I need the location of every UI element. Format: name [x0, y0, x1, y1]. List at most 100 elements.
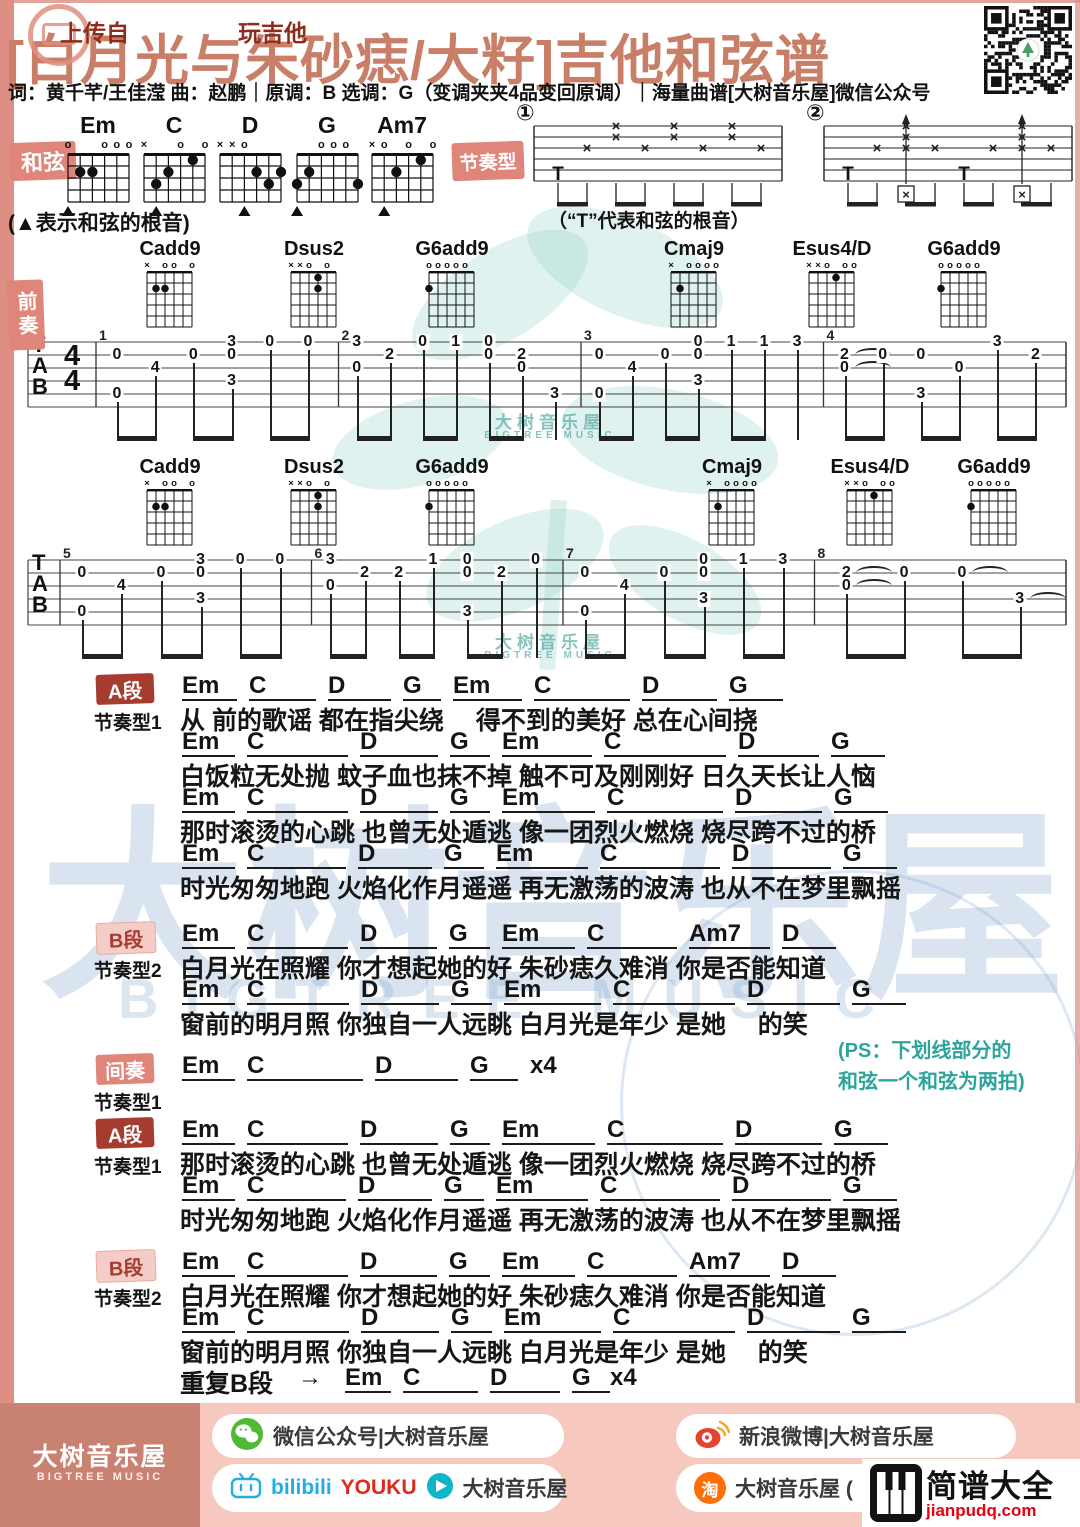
chord-label: Em: [502, 1248, 540, 1275]
svg-text:×: ×: [583, 140, 592, 157]
svg-text:o: o: [862, 478, 868, 489]
chord-label: Em: [182, 728, 220, 755]
chord-underline: [502, 947, 575, 949]
svg-text:o: o: [306, 478, 312, 489]
tie-arc: [856, 579, 893, 593]
chord-label: Em: [182, 1116, 220, 1143]
beam: [961, 654, 1022, 659]
chord-label: G: [450, 728, 469, 755]
note-stem: [200, 607, 203, 658]
svg-text:×: ×: [369, 139, 375, 151]
chord-label: C: [600, 840, 618, 867]
svg-text:o: o: [324, 478, 330, 489]
chord-label: G: [403, 672, 422, 699]
tie-arc: [854, 348, 891, 362]
chord-underline: [182, 1143, 235, 1145]
taobao-icon: 淘: [694, 1472, 726, 1504]
chord-label: G: [450, 1116, 469, 1143]
chord-underline: [182, 1331, 235, 1333]
beam: [846, 654, 907, 659]
beam: [488, 436, 524, 441]
svg-text:×: ×: [844, 478, 850, 489]
lyric-text: 时光匆匆地跑 火焰化作月遥遥 再无激荡的波涛 也从不在梦里飘摇: [180, 1207, 901, 1235]
chord-label: C: [607, 784, 625, 811]
chord-underline: [642, 699, 717, 701]
tab-note: 0: [75, 603, 89, 620]
svg-text:o: o: [842, 260, 848, 271]
tab-note: 0: [273, 551, 287, 568]
chord-label: Em: [182, 840, 220, 867]
svg-text:T: T: [958, 164, 970, 185]
bilibili-youku-pill[interactable]: bilibili YOUKU 大树音乐屋: [212, 1464, 568, 1512]
chord-name: Cmaj9: [663, 238, 725, 260]
weibo-pill[interactable]: 新浪微博|大树音乐屋: [676, 1414, 1016, 1458]
chord-label: G: [470, 1052, 489, 1079]
ps-note-line1: (PS：下划线部分的: [838, 1040, 1012, 1062]
note-stem: [467, 620, 470, 658]
section-rhythm-label: 节奏型1: [94, 1157, 162, 1178]
chord-underline: [361, 1331, 439, 1333]
tab-note: 4: [148, 359, 162, 376]
chord-label: G: [451, 976, 470, 1003]
chord-label: Em: [182, 976, 220, 1003]
tab-note: 0: [323, 577, 337, 594]
chord-name: Cadd9: [139, 238, 201, 260]
chord-underline: [453, 699, 522, 701]
tab-note: 4: [617, 577, 631, 594]
svg-text:o: o: [713, 260, 719, 271]
svg-text:×: ×: [297, 260, 303, 271]
note-stem: [632, 376, 635, 440]
svg-text:×: ×: [288, 260, 294, 271]
tab-note: 0: [301, 333, 315, 350]
chord-label: G: [444, 840, 463, 867]
tab-note: 0: [592, 346, 606, 363]
note-stem: [703, 607, 706, 658]
chord-underline: [360, 947, 437, 949]
chord-name: Cmaj9: [701, 456, 763, 478]
measure-number: 7: [566, 545, 574, 561]
chord-underline: [450, 1143, 490, 1145]
chord-name: G: [318, 112, 336, 138]
rhythm-number: ②: [806, 100, 825, 125]
chord-label: G: [843, 1172, 862, 1199]
chord-label: D: [738, 728, 756, 755]
note-stem: [959, 376, 962, 440]
svg-text:×: ×: [641, 140, 650, 157]
beam: [599, 436, 635, 441]
tab-note: 0: [263, 333, 277, 350]
tie-arc: [971, 566, 1008, 580]
chord-label: C: [604, 728, 622, 755]
chord-label: Em: [496, 840, 534, 867]
tab-note: 0: [416, 333, 430, 350]
tab-note: 0: [592, 385, 606, 402]
note-stem: [422, 350, 425, 440]
footer-brand-title: 大树音乐屋: [32, 1443, 168, 1471]
note-stem: [193, 363, 196, 440]
tab-note: 1: [724, 333, 738, 350]
beam: [665, 436, 701, 441]
svg-text:×: ×: [853, 478, 859, 489]
svg-text:o: o: [968, 478, 974, 489]
tab-note: 0: [897, 564, 911, 581]
wechat-pill[interactable]: 微信公众号|大树音乐屋: [212, 1414, 564, 1458]
chord-underline: [247, 811, 348, 813]
measure-number: 8: [817, 545, 826, 561]
chord-label: Em: [496, 1172, 534, 1199]
beam: [844, 436, 885, 441]
chord-label: Em: [504, 976, 542, 1003]
tab-note: 0: [350, 359, 364, 376]
chord-underline: [358, 867, 432, 869]
chord-label: D: [735, 784, 753, 811]
chord-underline: [360, 1143, 438, 1145]
top-edge-bar: [0, 0, 1080, 3]
chord-label: D: [782, 1248, 800, 1275]
chord-label: D: [360, 784, 378, 811]
chord-underline: [613, 1331, 735, 1333]
